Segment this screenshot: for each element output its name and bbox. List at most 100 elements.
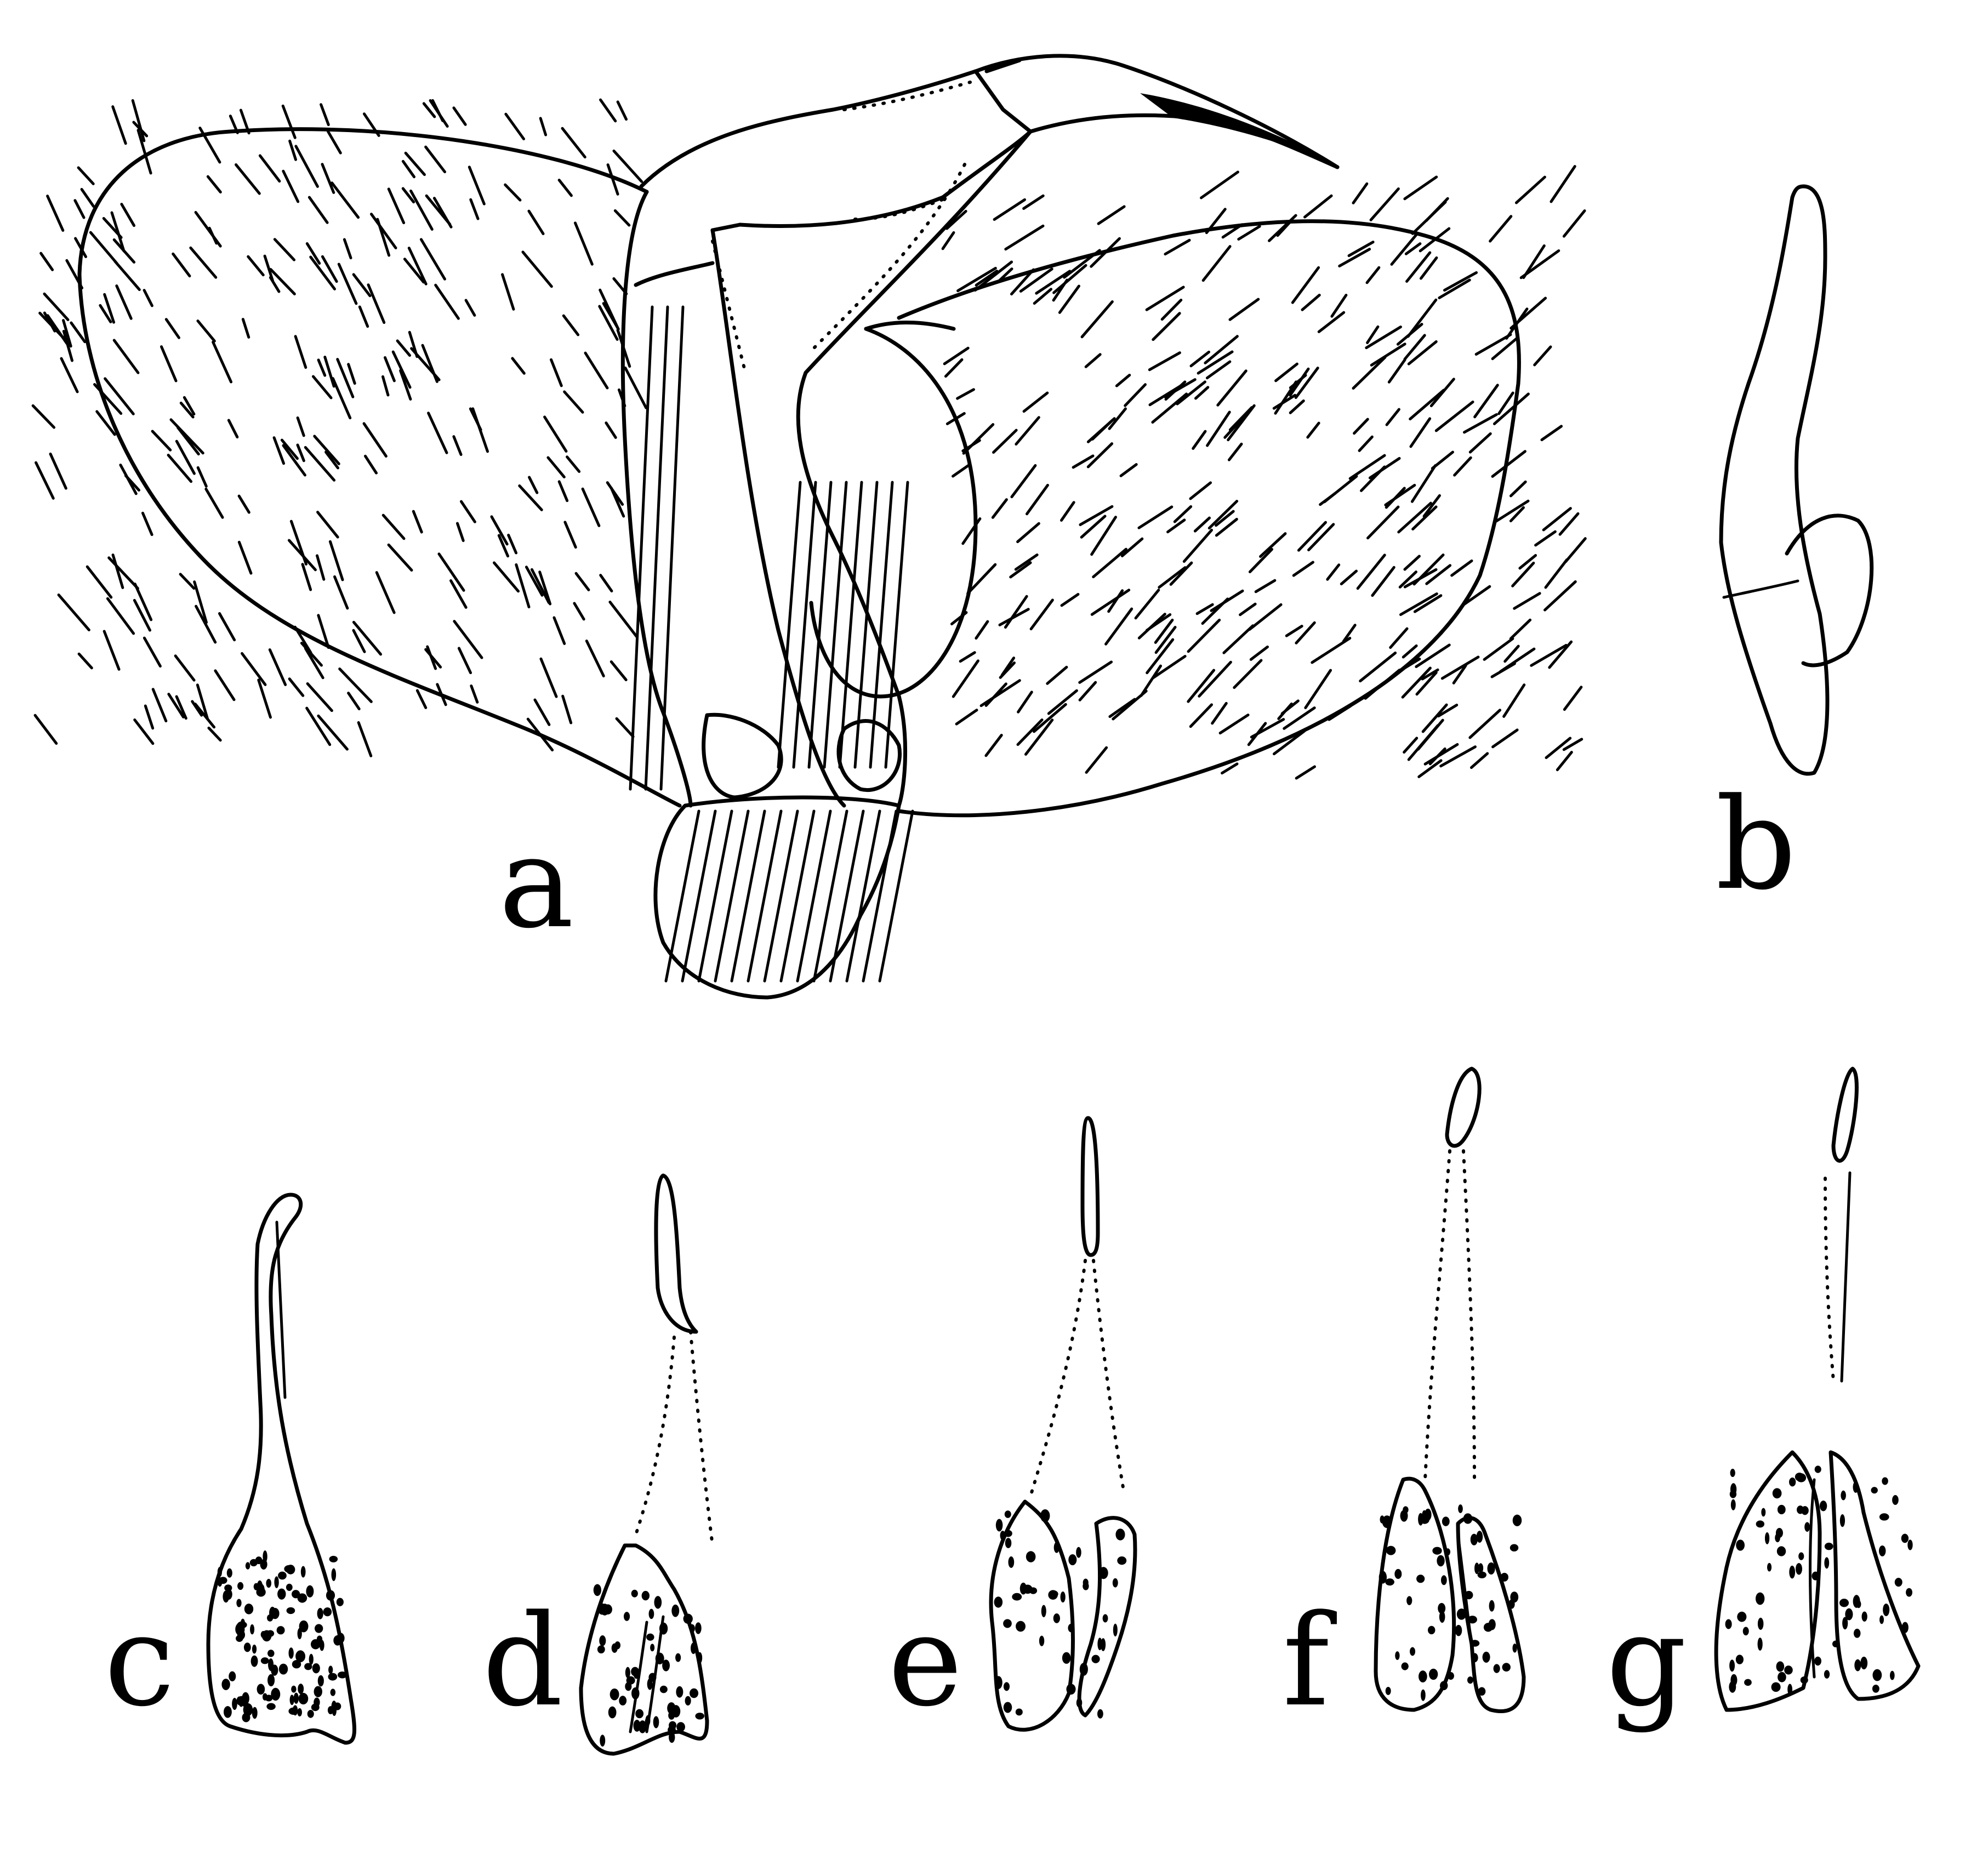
panel-e-drawing: e [888, 1116, 1137, 1735]
hatch-line [763, 809, 799, 983]
spinule [242, 1699, 249, 1707]
seta [1365, 266, 1381, 284]
seta [317, 614, 330, 649]
seta [381, 375, 390, 397]
seta [1417, 759, 1443, 778]
seta [1463, 413, 1498, 434]
hatch-line [714, 809, 750, 983]
seta [1090, 589, 1131, 616]
seta [324, 450, 340, 470]
spinule [671, 1604, 680, 1617]
seta [1145, 286, 1185, 311]
spinule [1907, 1539, 1913, 1550]
seta [1411, 505, 1438, 531]
seta [403, 258, 425, 284]
seta [1016, 718, 1044, 746]
spinule [244, 1604, 254, 1615]
spinule [1113, 1623, 1118, 1637]
spinule [1800, 1676, 1808, 1684]
seta [585, 639, 605, 677]
spinule [328, 1673, 338, 1681]
spinule [1003, 1682, 1010, 1691]
spinule [645, 1718, 650, 1726]
seta [305, 242, 321, 265]
seta [1422, 494, 1441, 518]
spinule [1889, 1670, 1895, 1680]
seta [1550, 165, 1576, 203]
seta [1509, 296, 1547, 330]
spinule [626, 1676, 635, 1685]
spinule [1403, 1506, 1409, 1514]
spinule [635, 1709, 644, 1719]
seta [504, 112, 526, 141]
seta [471, 407, 489, 453]
spinule [1442, 1516, 1450, 1526]
seta [1545, 737, 1572, 760]
seta [1268, 214, 1297, 242]
seta [46, 195, 65, 232]
spinule [1416, 1575, 1425, 1583]
spinule [1112, 1578, 1118, 1588]
seta [550, 358, 563, 387]
hatch-line [747, 809, 783, 983]
seta [1078, 681, 1097, 701]
spinule [1775, 1527, 1783, 1538]
seta [1249, 645, 1269, 661]
seta [453, 620, 483, 659]
spinule [310, 1639, 321, 1650]
spinule [1819, 1501, 1827, 1511]
spinule [1878, 1545, 1886, 1556]
seta [609, 486, 625, 518]
spinule [647, 1678, 653, 1690]
hatch-line [838, 481, 863, 769]
spinule [226, 1568, 232, 1578]
seta [1134, 589, 1160, 620]
seta [557, 480, 569, 503]
seta [1342, 624, 1357, 643]
spinule [225, 1589, 232, 1600]
seta [1474, 333, 1512, 356]
seta [1509, 480, 1527, 498]
seta [1221, 762, 1239, 775]
spinule [224, 1584, 232, 1592]
seta [424, 648, 442, 669]
spinule [1048, 1590, 1058, 1600]
seta [955, 709, 978, 726]
spinule [250, 1655, 258, 1667]
spinule [695, 1713, 705, 1720]
seta [352, 273, 372, 298]
label-e: e [888, 1588, 962, 1735]
seta [1198, 660, 1232, 698]
spinule [1016, 1621, 1026, 1632]
seta [120, 203, 136, 227]
seta [1428, 747, 1446, 766]
spinule [298, 1684, 304, 1695]
seta [172, 252, 191, 278]
seta [457, 647, 472, 675]
seta [1533, 345, 1552, 367]
seta [1297, 521, 1328, 552]
seta [1063, 249, 1101, 279]
spinule [1004, 1530, 1012, 1537]
seta [337, 263, 358, 305]
seta [282, 169, 300, 203]
spinule [1101, 1638, 1106, 1651]
spinule [268, 1658, 274, 1672]
seta [1403, 737, 1419, 754]
seta [961, 517, 982, 545]
seta [35, 461, 55, 500]
spinule [593, 1584, 601, 1596]
spinule [1771, 1682, 1781, 1692]
seta [608, 601, 639, 639]
spinule [1474, 1562, 1479, 1575]
seta [306, 682, 333, 712]
seta [1468, 709, 1502, 739]
spinule [1053, 1542, 1059, 1553]
seta [288, 139, 298, 161]
seta [1491, 728, 1519, 749]
seta [1215, 517, 1238, 537]
seta [110, 211, 126, 253]
spinule [252, 1707, 258, 1719]
spinule [1469, 1640, 1480, 1647]
